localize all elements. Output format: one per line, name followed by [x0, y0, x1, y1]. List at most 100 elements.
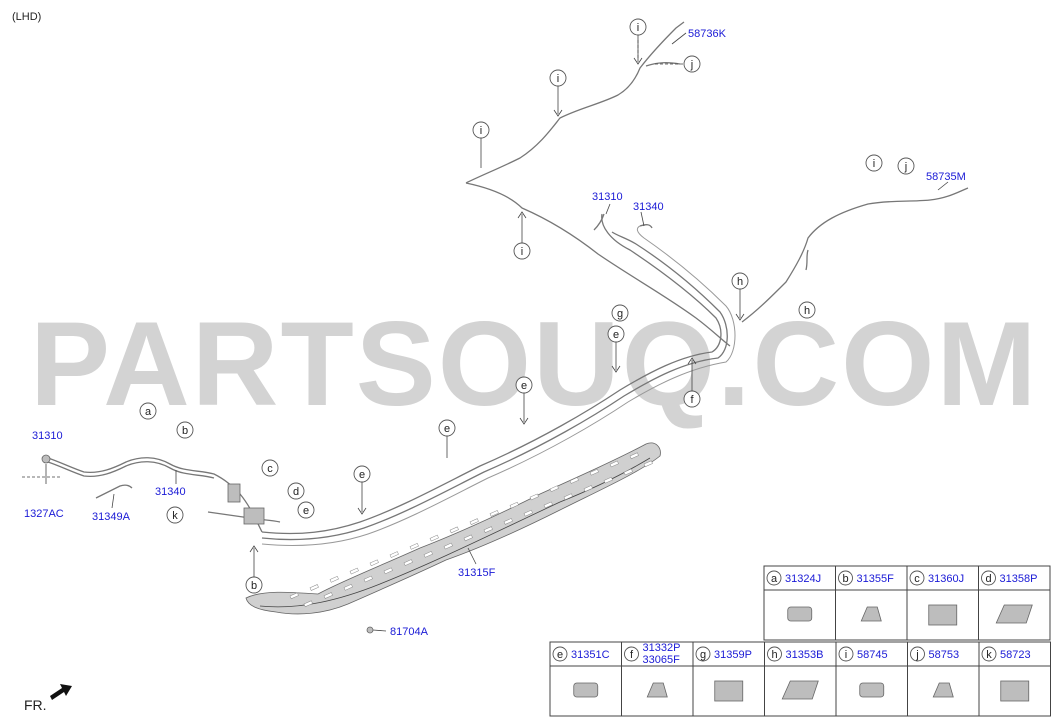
callout-j-1[interactable]: j	[683, 55, 701, 73]
protector-slot	[643, 460, 653, 468]
legend-part-number: 31353B	[786, 649, 824, 661]
svg-text:e: e	[444, 423, 450, 435]
callout-e-3[interactable]: e	[438, 419, 456, 437]
legend-letter-circle	[838, 570, 853, 586]
callout-e-1[interactable]: e	[607, 325, 625, 343]
legend-part-number: 33065F	[643, 654, 681, 666]
protector-slot	[363, 575, 373, 583]
main-fuel-tube-bundle	[261, 213, 736, 547]
protector-slot	[523, 509, 533, 517]
callout-e-5[interactable]: e	[297, 501, 315, 519]
legend-letter: k	[986, 649, 992, 661]
svg-text:i: i	[521, 246, 523, 258]
front-arrow-icon	[50, 684, 72, 700]
legend-letter-circle	[981, 646, 997, 662]
svg-text:a: a	[145, 406, 152, 418]
protector-slot	[389, 551, 399, 558]
callout-i-4[interactable]: i	[513, 242, 531, 260]
callout-b-1[interactable]: b	[176, 421, 194, 439]
bolt-81704A	[366, 626, 387, 634]
callout-e-2[interactable]: e	[515, 376, 533, 394]
front-label: FR.	[24, 697, 47, 713]
part-number-31340-upper[interactable]: 31340	[633, 201, 664, 213]
legend-part-number: 31358P	[1000, 573, 1038, 585]
legend-part-number: 31355F	[857, 573, 895, 585]
legend-part-number: 31359P	[714, 649, 752, 661]
callout-g-1[interactable]: g	[611, 304, 629, 322]
callout-i-3[interactable]: i	[472, 121, 490, 139]
callout-k-1[interactable]: k	[166, 506, 184, 524]
callout-h-1[interactable]: h	[731, 272, 749, 290]
legend-letter-circle	[981, 570, 996, 586]
front-direction-marker: FR.	[24, 684, 72, 713]
protector-slot	[329, 575, 339, 583]
legend-letter-circle	[910, 646, 925, 662]
callout-h-2[interactable]: h	[798, 301, 816, 319]
legend-letter: j	[915, 649, 918, 661]
svg-text:h: h	[804, 305, 810, 317]
callout-arrows	[249, 35, 745, 577]
callout-d-1[interactable]: d	[287, 482, 305, 500]
part-number-31315F[interactable]: 31315F	[458, 567, 496, 579]
front-fuel-tubes	[41, 454, 281, 533]
protector-slot	[483, 526, 493, 533]
legend-letter-circle	[766, 570, 782, 586]
callout-f-1[interactable]: f	[683, 390, 701, 408]
tube-end-fitting	[41, 454, 51, 464]
callout-a-1[interactable]: a	[139, 402, 157, 420]
protector-slot	[423, 551, 433, 558]
part-number-81704A[interactable]: 81704A	[390, 626, 429, 638]
protector-slot	[543, 501, 553, 509]
callout-b-2[interactable]: b	[245, 576, 263, 594]
callout-e-4[interactable]: e	[353, 465, 371, 483]
protector-slot	[343, 583, 353, 591]
part-number-1327AC[interactable]: 1327AC	[24, 508, 64, 520]
protector-slot	[623, 468, 633, 476]
protector-slot	[609, 460, 619, 468]
legend-letter-circle	[624, 646, 639, 662]
svg-text:j: j	[904, 161, 907, 173]
svg-text:h: h	[737, 276, 743, 288]
part-number-31310-upper[interactable]: 31310	[592, 191, 623, 203]
variant-label: (LHD)	[12, 11, 41, 23]
protector-slot	[443, 542, 453, 550]
protector-slot	[449, 526, 459, 534]
legend-letter: c	[914, 573, 920, 585]
part-number-31349A[interactable]: 31349A	[92, 511, 131, 523]
svg-text:g: g	[617, 308, 623, 320]
legend-cell-g[interactable]: g 31359P	[692, 641, 765, 717]
part-number-58735M[interactable]: 58735M	[926, 171, 966, 183]
callout-i-1[interactable]: i	[629, 18, 647, 36]
protector-slot	[629, 452, 639, 460]
part-number-31310-left[interactable]: 31310	[32, 430, 63, 442]
protector-slot	[403, 559, 413, 566]
filter-block	[227, 483, 241, 503]
protector-slot	[409, 543, 419, 550]
protector-slot	[563, 493, 573, 501]
callout-i-2[interactable]: i	[549, 69, 567, 87]
callout-i-5[interactable]: i	[865, 154, 883, 172]
part-number-31340-left[interactable]: 31340	[155, 486, 186, 498]
svg-text:b: b	[251, 580, 257, 592]
legend-letter-circle	[695, 646, 711, 662]
protector-slot	[429, 534, 439, 542]
protector-slot	[549, 485, 559, 493]
callout-c-1[interactable]: c	[261, 459, 279, 477]
protector-slot	[323, 592, 333, 599]
part-number-58736K[interactable]: 58736K	[688, 28, 727, 40]
callout-j-2[interactable]: j	[897, 157, 915, 175]
svg-text:k: k	[172, 510, 178, 522]
protector-slot	[309, 584, 319, 591]
legend-letter: g	[700, 649, 706, 661]
